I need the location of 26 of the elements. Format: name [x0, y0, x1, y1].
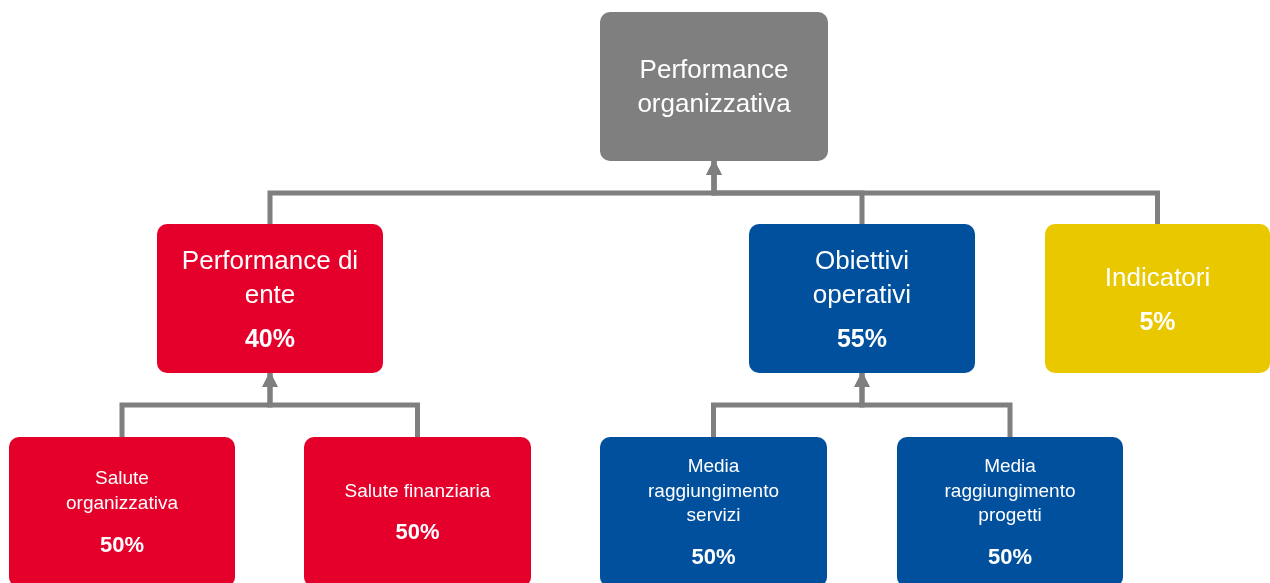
weight-percentage: 5% [1139, 306, 1176, 336]
box-title: Obiettivi operativi [811, 244, 913, 311]
weight-percentage: 50% [987, 544, 1032, 571]
category-box [1045, 224, 1270, 373]
box-title: Performance di ente [180, 244, 360, 311]
weight-percentage: 50% [395, 519, 440, 546]
connector-arrow [854, 371, 1013, 437]
weight-percentage: 50% [691, 544, 736, 571]
category-box [600, 12, 828, 161]
box-title: Indicatori [1104, 261, 1211, 295]
box-title: Performance organizzativa [636, 52, 792, 120]
category-box [9, 437, 235, 583]
box-title: Media raggiungimento servizi [647, 453, 780, 528]
weight-percentage: 40% [244, 323, 295, 353]
weight-percentage: 50% [99, 531, 144, 558]
connector-arrow [706, 159, 1160, 224]
category-box [897, 437, 1123, 583]
category-box [600, 437, 827, 583]
category-box [749, 224, 975, 373]
connector-arrow [262, 371, 420, 437]
category-box [304, 437, 531, 583]
weight-percentage: 55% [836, 323, 887, 353]
category-box [157, 224, 383, 373]
box-title: Salute finanziaria [344, 478, 491, 503]
box-title: Salute organizzativa [65, 466, 179, 515]
box-title: Media raggiungimento progetti [943, 453, 1077, 528]
